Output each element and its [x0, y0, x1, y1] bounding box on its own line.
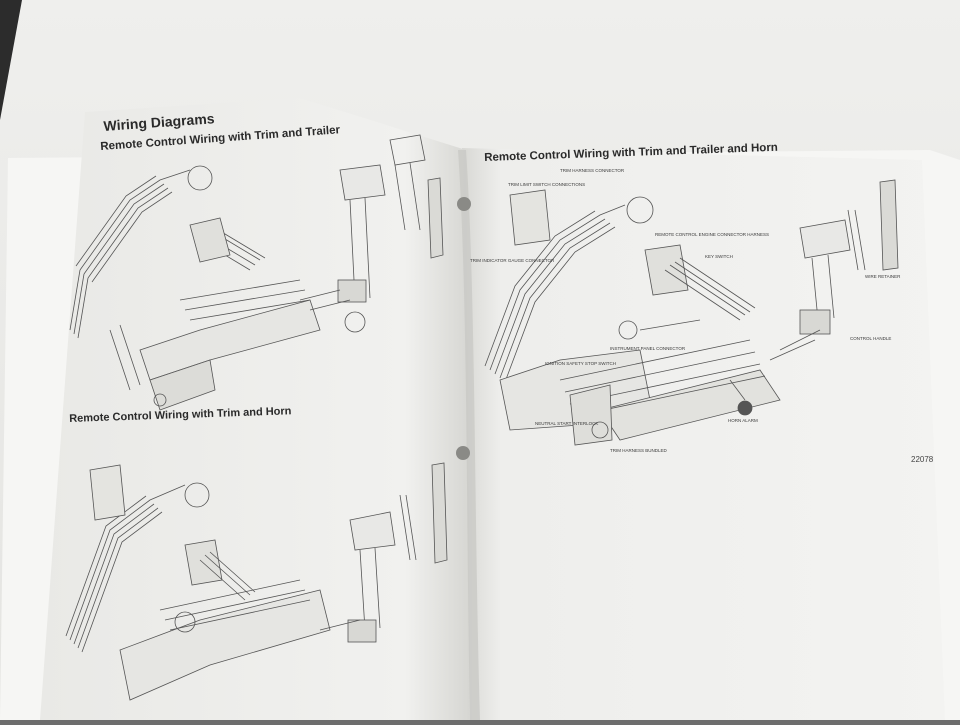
callout-remote-harness: REMOTE CONTROL ENGINE CONNECTOR HARNESS [655, 232, 769, 237]
binder-hole-top [457, 197, 471, 211]
spine-shadow [458, 150, 480, 720]
callout-wire-retainer: WIRE RETAINER [865, 274, 901, 279]
figure-number: 22078 [911, 455, 934, 464]
callout-ignition-safety: IGNITION SAFETY STOP SWITCH [545, 361, 616, 366]
binder-hole-bottom [456, 446, 470, 460]
dark-corner [0, 0, 22, 120]
callout-instrument-panel: INSTRUMENT PANEL CONNECTOR [610, 346, 686, 351]
callout-key-switch: KEY SWITCH [705, 254, 733, 259]
callout-horn-alarm: HORN ALARM [728, 418, 758, 423]
callout-trim-limit: TRIM LIMIT SWITCH CONNECTIONS [508, 182, 585, 187]
diagram-trim-trailer-horn [484, 179, 899, 446]
callout-trim-harness: TRIM HARNESS CONNECTOR [560, 168, 625, 173]
callout-control-handle: CONTROL HANDLE [850, 336, 891, 341]
diagram-trim-trailer [69, 134, 444, 411]
callout-neutral-start: NEUTRAL START INTERLOCK [535, 421, 598, 426]
left-page [40, 98, 470, 720]
right-diagram-callouts: TRIM HARNESS CONNECTOR REMOTE CONTROL EN… [470, 168, 901, 453]
callout-trim-indicator: TRIM INDICATOR GAUGE CONNECTOR [470, 258, 555, 263]
right-page [462, 148, 945, 720]
diagram-trim-horn [65, 462, 448, 701]
callout-trim-harness-bundled: TRIM HARNESS BUNDLED [610, 448, 668, 453]
